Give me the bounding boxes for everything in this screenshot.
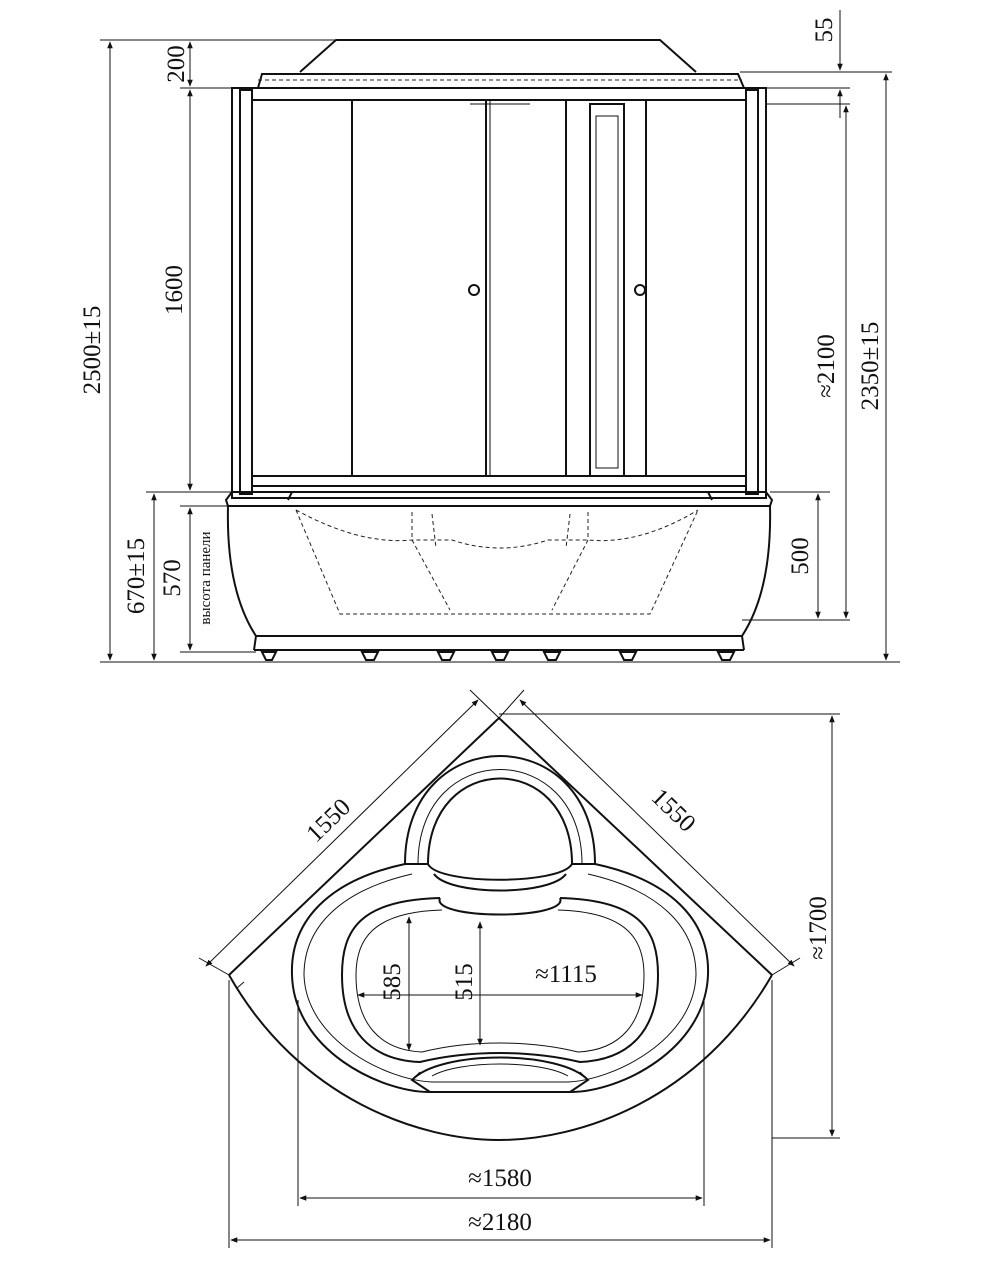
tub-feet <box>260 651 736 661</box>
front-view: 2500±15 200 1600 670±15 570 высота панел… <box>79 10 900 663</box>
dim-inner-wide: 585 <box>379 963 406 1001</box>
front-dimension-labels: 2500±15 200 1600 670±15 570 высота панел… <box>79 18 884 625</box>
dim-width-total: ≈2180 <box>468 1209 532 1236</box>
door-panels <box>351 100 647 477</box>
dim-door-height: 1600 <box>161 265 188 315</box>
plan-dimension-lines <box>205 699 835 1243</box>
plan-view: 1550 1550 ≈1700 ≈1115 515 585 ≈1580 ≈218… <box>198 689 840 1248</box>
extension-lines <box>100 39 900 663</box>
door-handle-left <box>468 284 480 296</box>
top-dome <box>252 39 748 89</box>
foot-seat <box>410 1056 590 1093</box>
headrest <box>404 755 596 865</box>
dim-overall-height: 2500±15 <box>79 306 106 395</box>
plan-dimension-labels: 1550 1550 ≈1700 ≈1115 515 585 ≈1580 ≈218… <box>301 784 832 1236</box>
dim-depth: ≈1700 <box>805 896 832 960</box>
dimension-lines <box>107 10 889 661</box>
dim-inner-short: 515 <box>451 963 478 1001</box>
panel-height-label: высота панели <box>198 531 214 624</box>
dim-top-dome: 200 <box>163 45 190 83</box>
tub-base <box>224 491 774 651</box>
dim-cabin-height: 2350±15 <box>857 322 884 411</box>
dim-panel-height: 570 <box>159 559 186 597</box>
dim-top-gap: 55 <box>811 18 838 43</box>
cabin-frame <box>231 87 767 499</box>
dim-width-tub: ≈1580 <box>468 1165 532 1192</box>
dim-tub-depth: 500 <box>787 537 814 575</box>
door-handle-right <box>634 284 646 296</box>
dim-side-left: 1550 <box>301 794 356 848</box>
dim-base-height: 670±15 <box>123 538 150 614</box>
dim-inner-height: ≈2100 <box>813 334 840 398</box>
dim-inner-width: ≈1115 <box>535 961 597 988</box>
tub-outline <box>228 716 773 1142</box>
